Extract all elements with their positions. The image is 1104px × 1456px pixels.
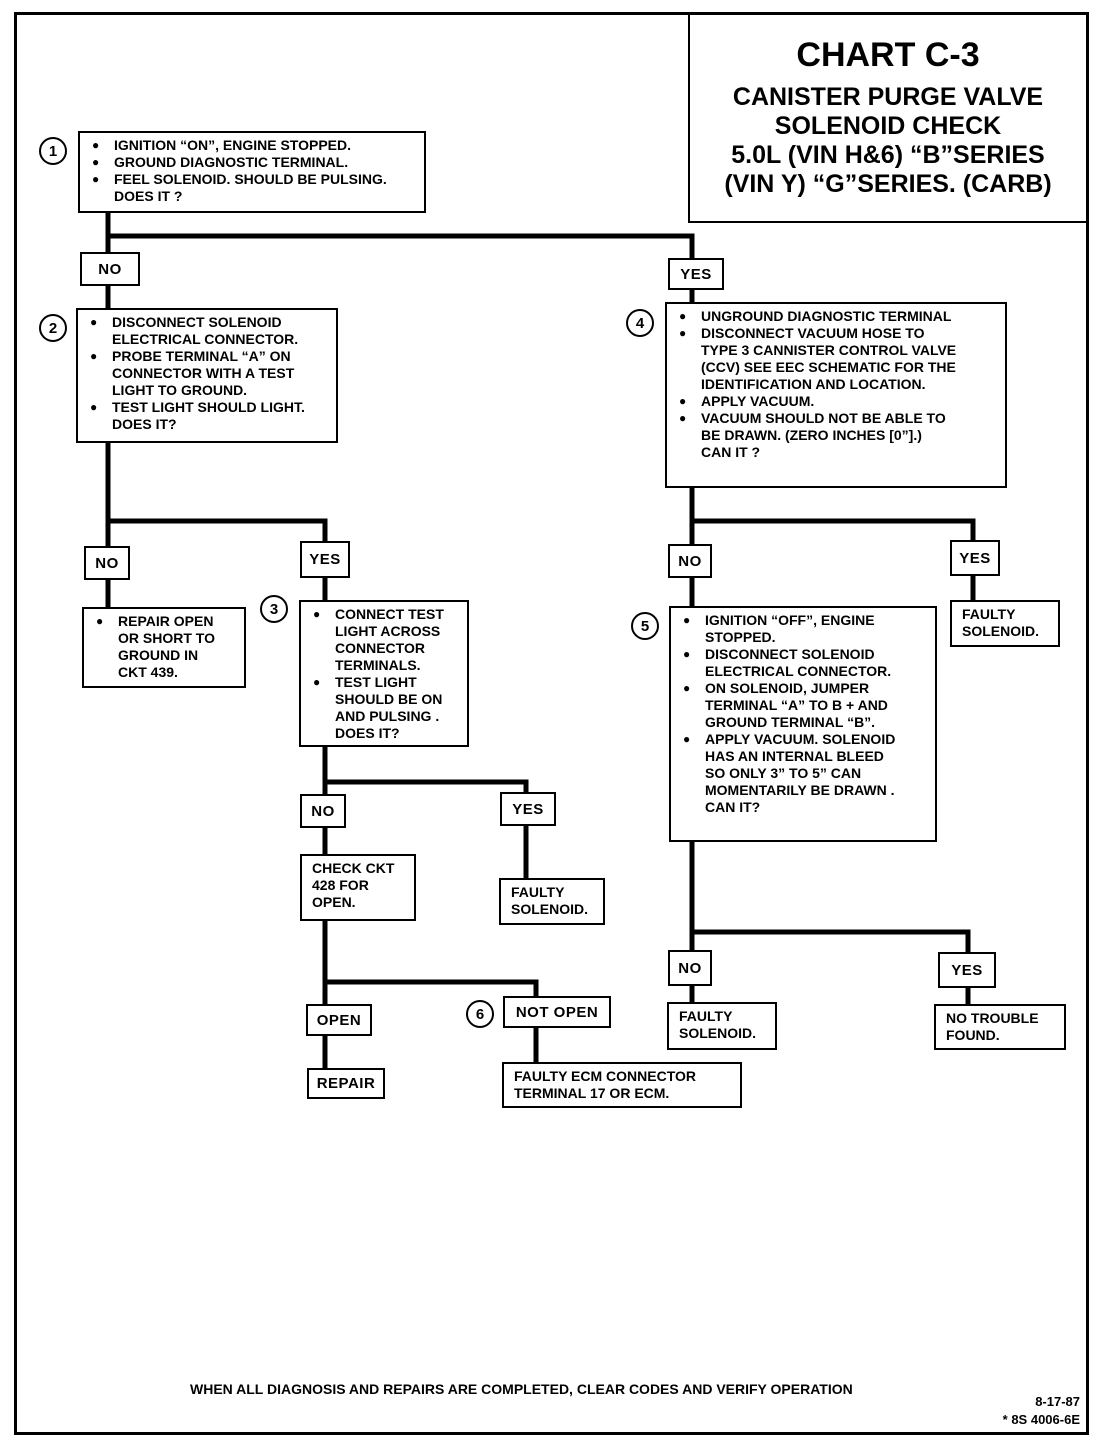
step-3-item: TEST LIGHT SHOULD BE ON AND PULSING . DO… <box>311 674 459 742</box>
branch-yes-1: YES <box>668 258 724 290</box>
step-2-item: DISCONNECT SOLENOID ELECTRICAL CONNECTOR… <box>88 314 328 348</box>
result-repair-open: REPAIR OPEN OR SHORT TO GROUND IN CKT 43… <box>94 613 236 681</box>
connector <box>322 779 529 795</box>
branch-no-5: NO <box>668 950 712 986</box>
step-5-item: ON SOLENOID, JUMPER TERMINAL “A” TO B + … <box>681 680 927 731</box>
step-4-box: UNGROUND DIAGNOSTIC TERMINAL DISCONNECT … <box>665 302 1007 488</box>
branch-open: OPEN <box>306 1004 372 1036</box>
step-number-6: 6 <box>466 1000 494 1028</box>
connector <box>322 979 539 999</box>
result-faulty-solenoid-5: FAULTY SOLENOID. <box>667 1002 777 1050</box>
chart-title: CHART C-3 <box>796 36 980 74</box>
chart-frame <box>14 12 1089 1435</box>
branch-no-3: NO <box>300 794 346 828</box>
step-4-item: VACUUM SHOULD NOT BE ABLE TO BE DRAWN. (… <box>677 410 997 461</box>
step-5-item: APPLY VACUUM. SOLENOID HAS AN INTERNAL B… <box>681 731 927 816</box>
step-number-3: 3 <box>260 595 288 623</box>
step-5-box: IGNITION “OFF”, ENGINE STOPPED. DISCONNE… <box>669 606 937 842</box>
result-faulty-ecm: FAULTY ECM CONNECTOR TERMINAL 17 OR ECM. <box>502 1062 742 1108</box>
step-2-item: PROBE TERMINAL “A” ON CONNECTOR WITH A T… <box>88 348 328 399</box>
result-faulty-solenoid-3: FAULTY SOLENOID. <box>499 878 605 925</box>
chart-subtitle: CANISTER PURGE VALVE SOLENOID CHECK 5.0L… <box>724 83 1052 198</box>
connector <box>689 518 976 543</box>
step-number-5: 5 <box>631 612 659 640</box>
step-number-1: 1 <box>39 137 67 165</box>
step-1-item: GROUND DIAGNOSTIC TERMINAL. <box>90 154 416 171</box>
step-2-item: TEST LIGHT SHOULD LIGHT. DOES IT? <box>88 399 328 433</box>
result-repair: REPAIR <box>307 1068 385 1099</box>
chart-title-block: CHART C-3 CANISTER PURGE VALVE SOLENOID … <box>688 15 1086 223</box>
branch-not-open: NOT OPEN <box>503 996 611 1028</box>
step-2-box: DISCONNECT SOLENOID ELECTRICAL CONNECTOR… <box>76 308 338 443</box>
connector <box>105 233 695 261</box>
step-3-item: CONNECT TEST LIGHT ACROSS CONNECTOR TERM… <box>311 606 459 674</box>
step-3-box: CONNECT TEST LIGHT ACROSS CONNECTOR TERM… <box>299 600 469 747</box>
branch-no-2: NO <box>84 546 130 580</box>
result-faulty-solenoid-4: FAULTY SOLENOID. <box>950 600 1060 647</box>
connector <box>689 929 971 955</box>
step-number-4: 4 <box>626 309 654 337</box>
branch-no-1: NO <box>80 252 140 286</box>
step-number-2: 2 <box>39 314 67 342</box>
step-4-item: UNGROUND DIAGNOSTIC TERMINAL <box>677 308 997 325</box>
document-code: 8-17-87 * 8S 4006-6E <box>1002 1394 1080 1427</box>
branch-yes-2: YES <box>300 541 350 578</box>
connector <box>105 518 328 544</box>
branch-yes-3: YES <box>500 792 556 826</box>
step-1-item: FEEL SOLENOID. SHOULD BE PULSING. DOES I… <box>90 171 416 205</box>
step-4-item: APPLY VACUUM. <box>677 393 997 410</box>
result-check-ckt: CHECK CKT 428 FOR OPEN. <box>300 854 416 921</box>
branch-yes-5: YES <box>938 952 996 988</box>
step-1-box: IGNITION “ON”, ENGINE STOPPED. GROUND DI… <box>78 131 426 213</box>
result-no-trouble-found: NO TROUBLE FOUND. <box>934 1004 1066 1050</box>
step-4-item: DISCONNECT VACUUM HOSE TO TYPE 3 CANNIST… <box>677 325 997 393</box>
step-5-item: IGNITION “OFF”, ENGINE STOPPED. <box>681 612 927 646</box>
step-1-item: IGNITION “ON”, ENGINE STOPPED. <box>90 137 416 154</box>
footer-note: WHEN ALL DIAGNOSIS AND REPAIRS ARE COMPL… <box>190 1381 853 1397</box>
branch-no-4: NO <box>668 544 712 578</box>
step-5-item: DISCONNECT SOLENOID ELECTRICAL CONNECTOR… <box>681 646 927 680</box>
result-repair-open-box: REPAIR OPEN OR SHORT TO GROUND IN CKT 43… <box>82 607 246 688</box>
branch-yes-4: YES <box>950 540 1000 576</box>
